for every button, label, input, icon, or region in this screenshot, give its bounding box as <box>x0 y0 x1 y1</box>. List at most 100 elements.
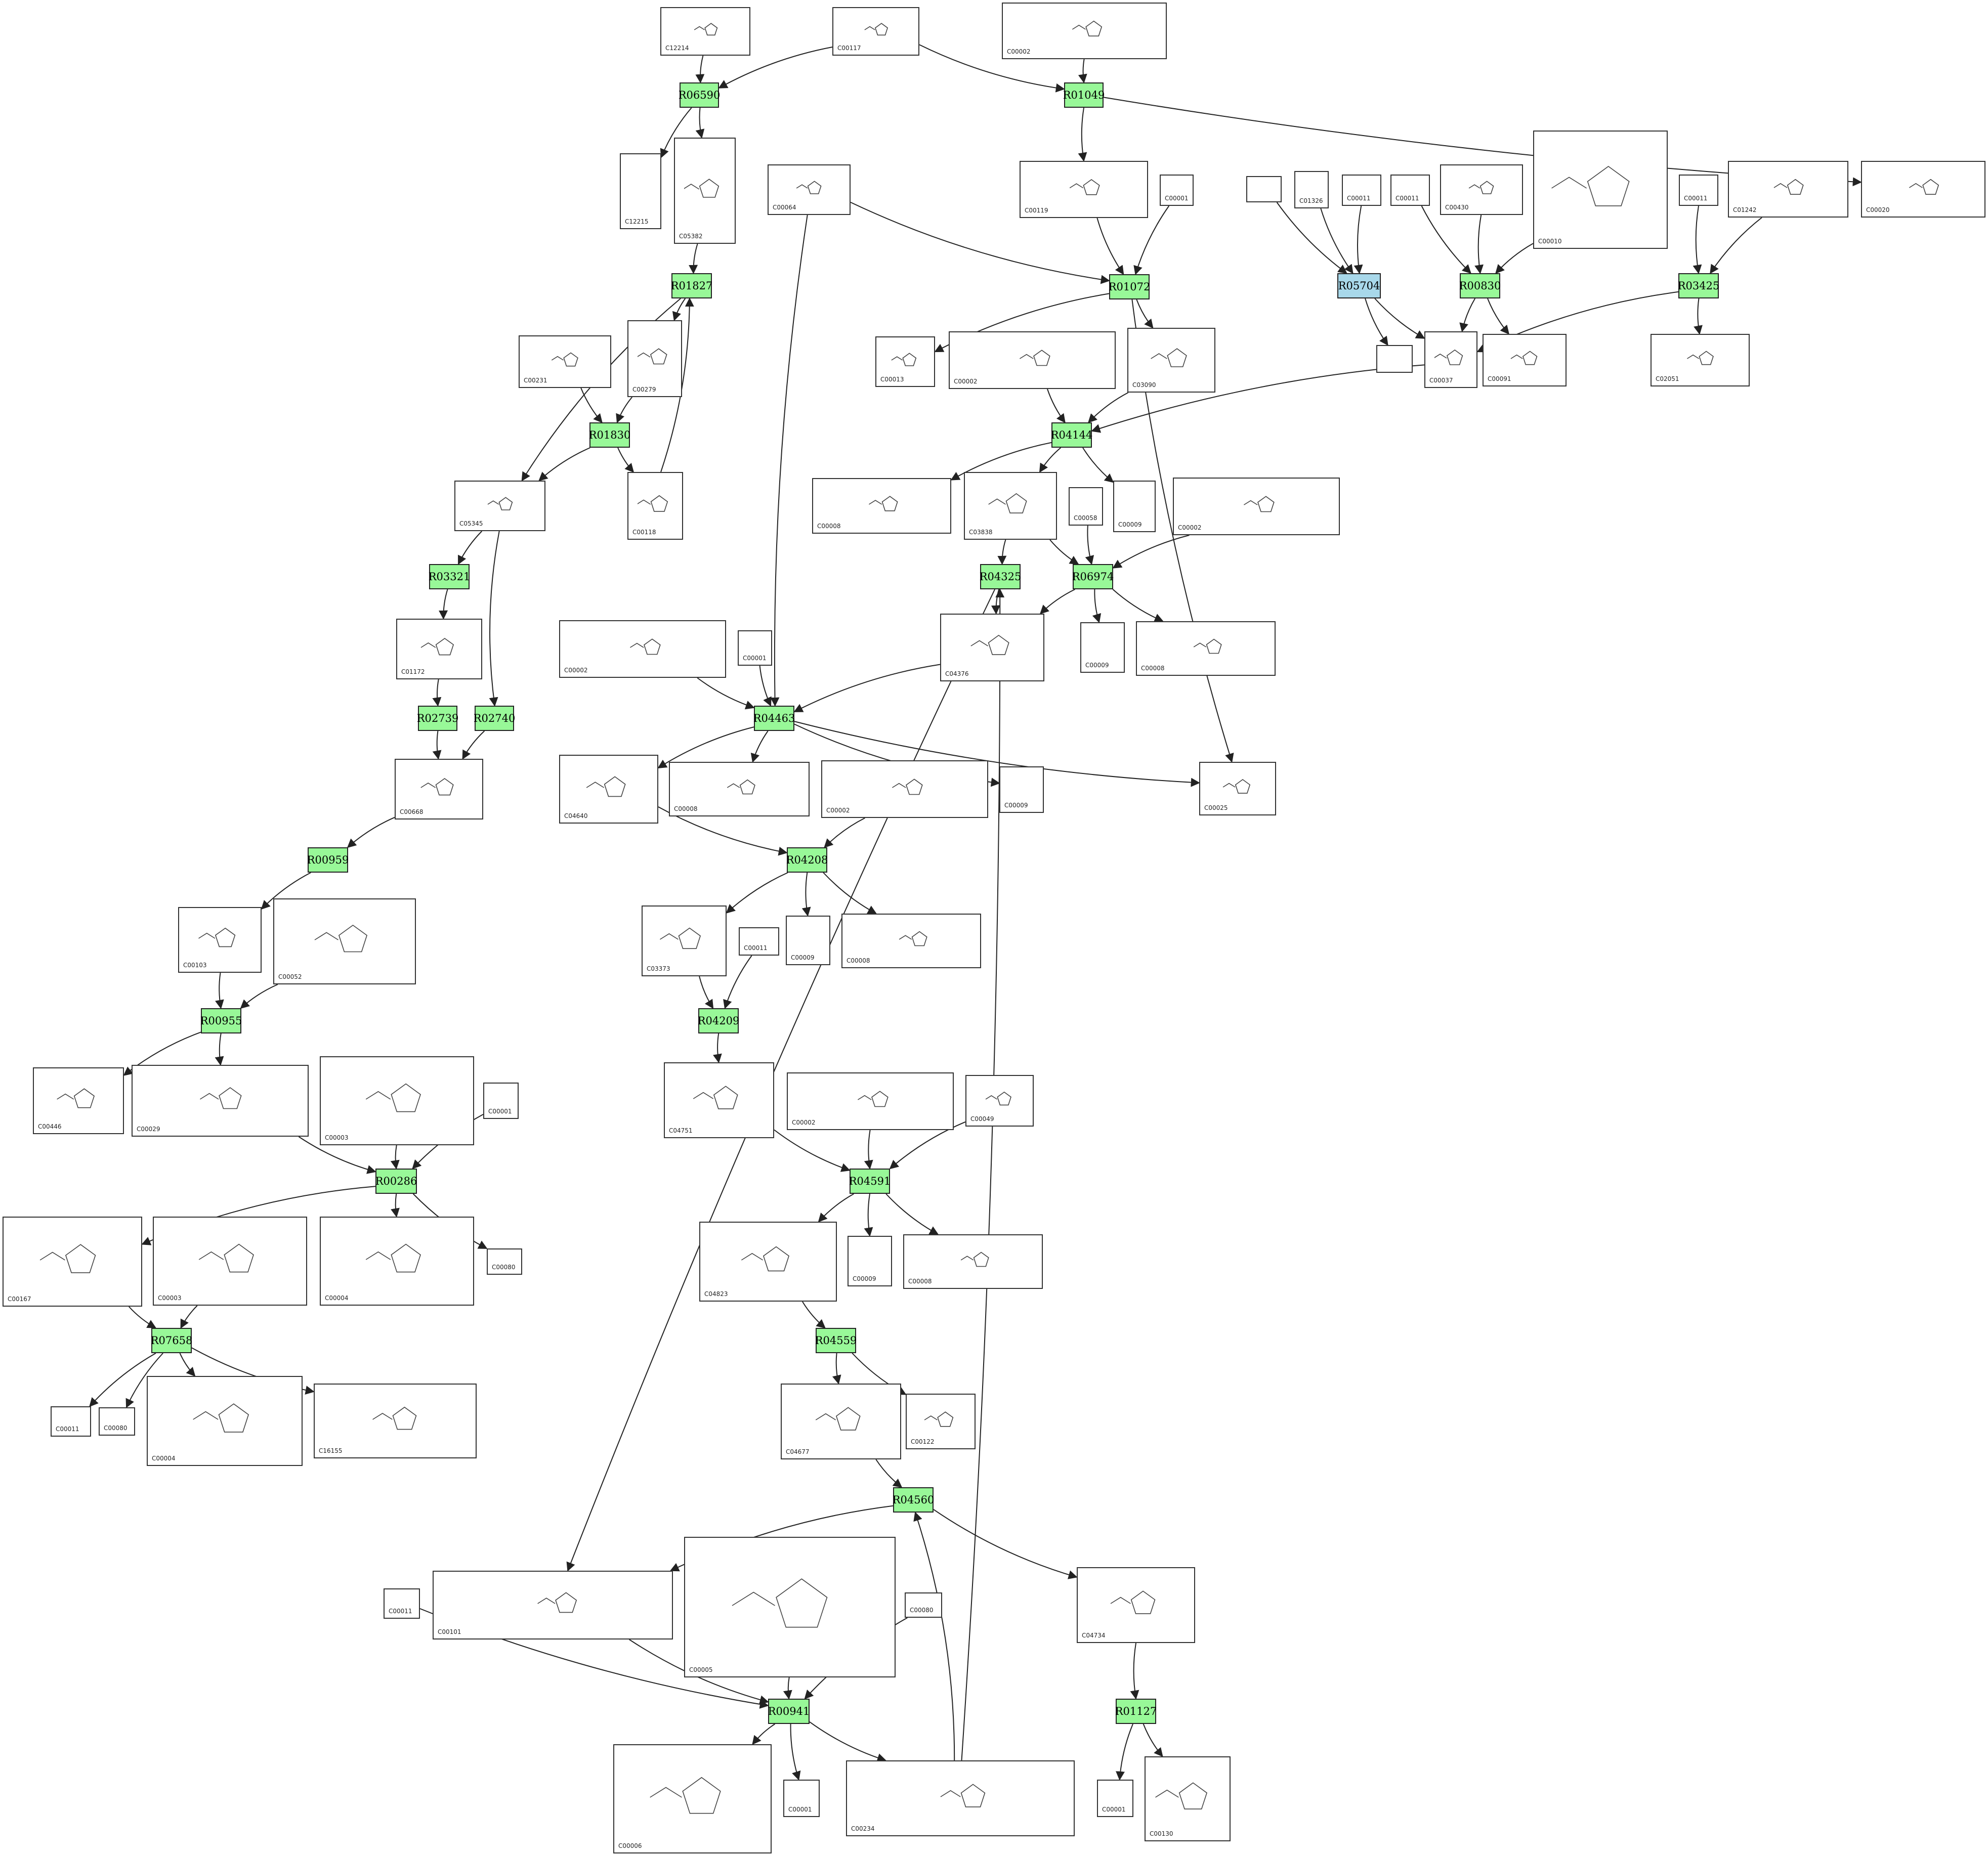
compound-c00011[interactable]: C00011 <box>384 1588 420 1619</box>
compound-c00006[interactable]: C00006 <box>613 1744 772 1853</box>
compound-c01172[interactable]: C01172 <box>396 619 482 679</box>
compound-c00103[interactable]: C00103 <box>178 907 262 973</box>
reaction-r00830[interactable]: R00830 <box>1459 273 1501 298</box>
compound-c02051[interactable]: C02051 <box>1651 334 1750 386</box>
compound-c00002[interactable]: C00002 <box>949 331 1116 389</box>
compound-c00052[interactable]: C00052 <box>273 898 416 984</box>
compound-c00008[interactable]: C00008 <box>1136 621 1276 676</box>
compound-c00037[interactable]: C00037 <box>1424 331 1477 388</box>
reaction-r04559[interactable]: R04559 <box>815 1328 857 1353</box>
compound-c00009[interactable]: C00009 <box>1080 622 1125 673</box>
reaction-r05704[interactable]: R05704 <box>1337 273 1381 298</box>
compound-c00091[interactable]: C00091 <box>1483 334 1567 386</box>
compound-c00001[interactable]: C00001 <box>1160 175 1194 206</box>
compound-c00668[interactable]: C00668 <box>395 759 483 819</box>
compound-c00008[interactable]: C00008 <box>812 478 951 534</box>
compound-c04823[interactable]: C04823 <box>699 1222 837 1302</box>
compound-c00279[interactable]: C00279 <box>627 320 682 397</box>
compound-c00004[interactable]: C00004 <box>320 1217 474 1306</box>
compound-c01326[interactable]: C01326 <box>1294 171 1329 208</box>
compound-c00008[interactable]: C00008 <box>903 1234 1043 1289</box>
reaction-r00286[interactable]: R00286 <box>375 1169 417 1194</box>
compound-c00003[interactable]: C00003 <box>320 1056 474 1145</box>
compound-c00001[interactable]: C00001 <box>738 630 772 666</box>
compound-c00011[interactable]: C00011 <box>739 927 779 956</box>
compound-c00001[interactable]: C00001 <box>483 1083 519 1119</box>
compound-c00101[interactable]: C00101 <box>433 1571 673 1639</box>
compound-c00080[interactable]: C00080 <box>905 1592 942 1618</box>
compound-c00080[interactable]: C00080 <box>99 1407 135 1436</box>
compound-c00025[interactable]: C00025 <box>1199 762 1276 815</box>
compound-c16155[interactable]: C16155 <box>314 1384 477 1458</box>
reaction-r00941[interactable]: R00941 <box>768 1699 810 1724</box>
compound-c12215[interactable]: C12215 <box>620 153 661 229</box>
compound-c04376[interactable]: C04376 <box>940 614 1044 681</box>
compound-empty[interactable] <box>1376 345 1413 373</box>
reaction-r01049[interactable]: R01049 <box>1063 82 1105 108</box>
compound-c00119[interactable]: C00119 <box>1020 161 1148 218</box>
compound-c03373[interactable]: C03373 <box>642 905 727 976</box>
reaction-r04591[interactable]: R04591 <box>849 1169 891 1194</box>
compound-c03090[interactable]: C03090 <box>1127 328 1215 393</box>
compound-c00009[interactable]: C00009 <box>999 766 1044 813</box>
compound-c00064[interactable]: C00064 <box>768 164 851 215</box>
compound-c00002[interactable]: C00002 <box>787 1072 954 1130</box>
compound-c04751[interactable]: C04751 <box>664 1062 774 1138</box>
compound-c00002[interactable]: C00002 <box>1173 478 1340 535</box>
compound-c00011[interactable]: C00011 <box>51 1406 91 1437</box>
reaction-r04144[interactable]: R04144 <box>1051 422 1092 448</box>
compound-c00010[interactable]: C00010 <box>1533 131 1668 249</box>
compound-c00049[interactable]: C00049 <box>965 1075 1034 1127</box>
reaction-r01072[interactable]: R01072 <box>1109 274 1150 299</box>
reaction-r03321[interactable]: R03321 <box>429 564 470 589</box>
compound-c00002[interactable]: C00002 <box>821 760 988 818</box>
reaction-r01827[interactable]: R01827 <box>671 273 712 298</box>
compound-c00009[interactable]: C00009 <box>848 1236 892 1286</box>
compound-c01242[interactable]: C01242 <box>1728 161 1848 218</box>
reaction-r06974[interactable]: R06974 <box>1072 564 1114 589</box>
compound-c00130[interactable]: C00130 <box>1145 1756 1231 1841</box>
compound-c00080[interactable]: C00080 <box>487 1248 522 1275</box>
compound-c00001[interactable]: C00001 <box>783 1780 820 1817</box>
reaction-r04463[interactable]: R04463 <box>753 706 795 731</box>
compound-c00002[interactable]: C00002 <box>559 620 726 678</box>
reaction-r03425[interactable]: R03425 <box>1678 273 1719 298</box>
compound-c00122[interactable]: C00122 <box>906 1394 976 1449</box>
compound-c04640[interactable]: C04640 <box>559 755 658 824</box>
compound-c00011[interactable]: C00011 <box>1390 175 1430 206</box>
compound-c05382[interactable]: C05382 <box>674 138 736 244</box>
compound-c00231[interactable]: C00231 <box>519 335 611 388</box>
reaction-r06590[interactable]: R06590 <box>679 82 720 108</box>
compound-empty[interactable] <box>1246 176 1282 202</box>
compound-c05345[interactable]: C05345 <box>454 481 545 531</box>
compound-c00003[interactable]: C00003 <box>153 1217 307 1306</box>
reaction-r04560[interactable]: R04560 <box>893 1487 934 1513</box>
reaction-r01127[interactable]: R01127 <box>1115 1699 1157 1724</box>
compound-c00117[interactable]: C00117 <box>832 7 919 56</box>
compound-c00004[interactable]: C00004 <box>147 1376 303 1466</box>
compound-c00020[interactable]: C00020 <box>1861 161 1985 218</box>
reaction-r07658[interactable]: R07658 <box>151 1328 192 1353</box>
reaction-r02740[interactable]: R02740 <box>474 706 515 731</box>
reaction-r04325[interactable]: R04325 <box>980 564 1021 589</box>
reaction-r04209[interactable]: R04209 <box>698 1008 739 1033</box>
reaction-r02739[interactable]: R02739 <box>417 706 458 731</box>
compound-c00029[interactable]: C00029 <box>132 1065 309 1137</box>
reaction-r04208[interactable]: R04208 <box>786 847 828 873</box>
reaction-r00959[interactable]: R00959 <box>307 847 349 873</box>
compound-c00008[interactable]: C00008 <box>841 914 981 968</box>
compound-c00005[interactable]: C00005 <box>684 1537 896 1677</box>
compound-c00013[interactable]: C00013 <box>875 336 935 387</box>
reaction-r01830[interactable]: R01830 <box>589 422 630 448</box>
compound-c03838[interactable]: C03838 <box>964 472 1057 540</box>
compound-c00001[interactable]: C00001 <box>1097 1780 1133 1817</box>
compound-c00009[interactable]: C00009 <box>1113 481 1156 532</box>
compound-c00058[interactable]: C00058 <box>1069 487 1103 526</box>
compound-c00008[interactable]: C00008 <box>669 762 810 816</box>
compound-c00118[interactable]: C00118 <box>627 472 683 540</box>
compound-c00446[interactable]: C00446 <box>33 1067 124 1134</box>
compound-c00167[interactable]: C00167 <box>3 1217 142 1307</box>
compound-c00002[interactable]: C00002 <box>1002 3 1167 59</box>
compound-c00011[interactable]: C00011 <box>1342 175 1381 206</box>
reaction-r00955[interactable]: R00955 <box>200 1008 242 1033</box>
